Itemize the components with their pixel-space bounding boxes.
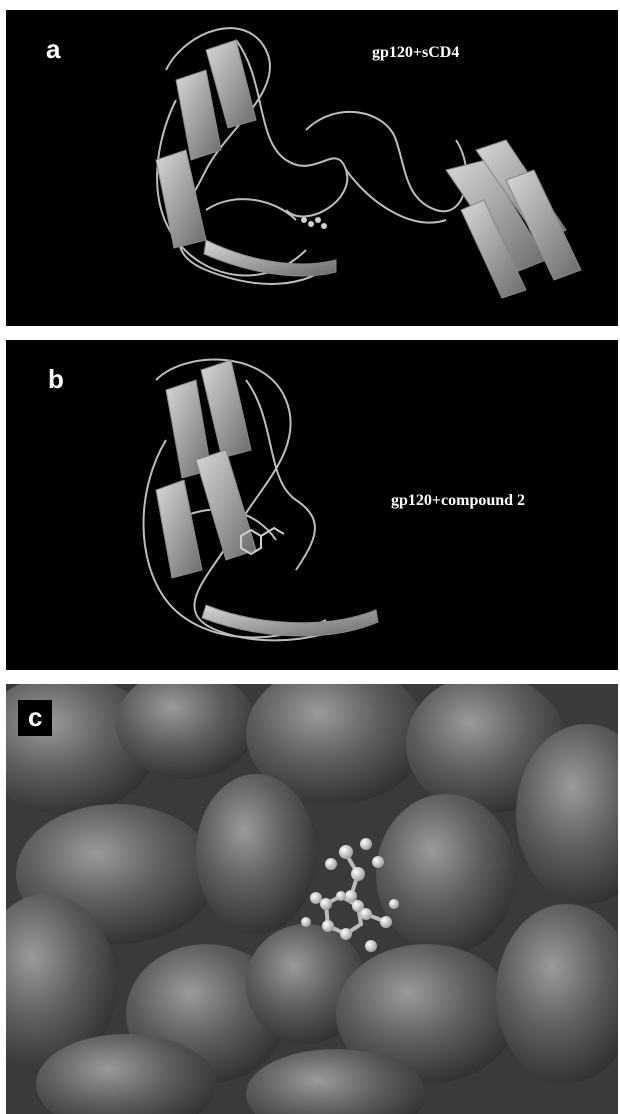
panel-a: a gp120+sCD4 (6, 10, 618, 326)
panel-label-a: a (46, 36, 60, 62)
panel-label-c: c (18, 700, 52, 736)
protein-ribbon-gp120-scd4 (6, 10, 618, 326)
panel-label-b: b (48, 366, 64, 392)
panel-caption-a: gp120+sCD4 (372, 44, 459, 62)
panel-b: b gp120+compound 2 (6, 340, 618, 670)
molecular-surface-binding-pocket (6, 684, 618, 1114)
protein-ribbon-gp120-compound (6, 340, 618, 670)
panel-caption-b: gp120+compound 2 (391, 492, 525, 510)
panel-c: c (6, 684, 618, 1114)
